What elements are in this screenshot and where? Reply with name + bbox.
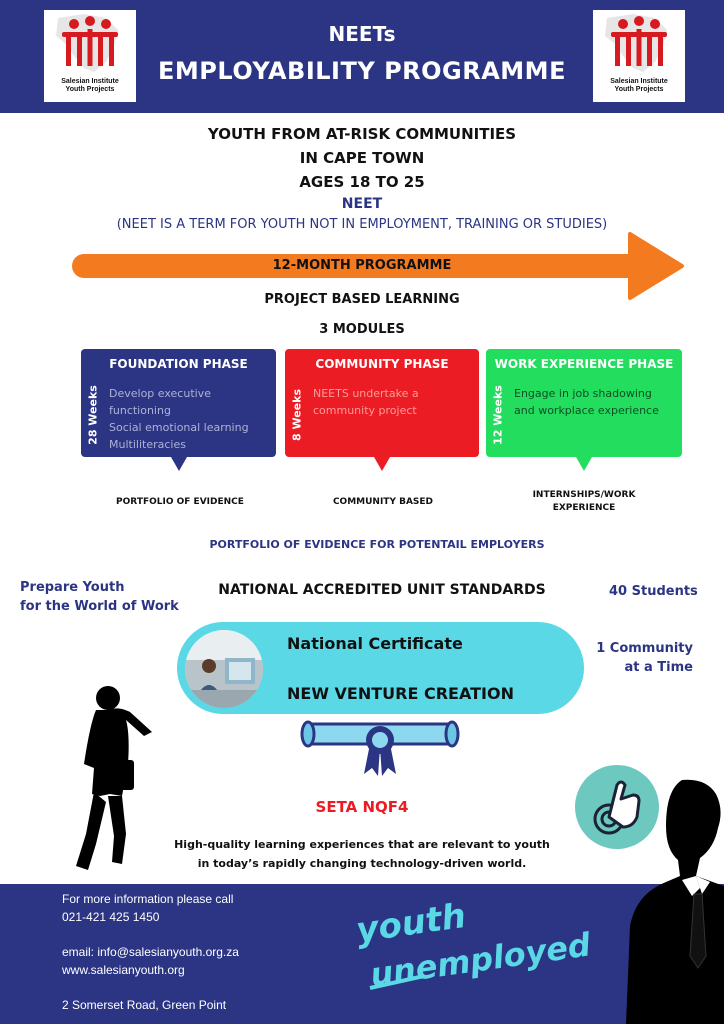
phase-line: Engage in job shadowing — [514, 387, 652, 400]
brand-word-youth: youth — [354, 898, 469, 951]
phase-work-experience: WORK EXPERIENCE PHASE 12 Weeks Engage in… — [486, 349, 682, 471]
quality-line: High-quality learning experiences that a… — [174, 838, 550, 851]
quality-line: in today’s rapidly changing technology-d… — [197, 857, 527, 870]
phase-body: Engage in job shadowing and workplace ex… — [514, 385, 676, 419]
phase-weeks: 28 Weeks — [83, 375, 103, 455]
title-neets: NEETs — [328, 22, 396, 46]
weeks-label: 28 Weeks — [86, 385, 100, 445]
community-note: 1 Community at a Time — [596, 639, 693, 677]
phase-community: COMMUNITY PHASE 8 Weeks NEETS undertake … — [285, 349, 479, 471]
silhouette-woman — [70, 684, 160, 874]
scroll-certificate — [300, 714, 460, 778]
note-line: 1 Community — [596, 641, 693, 656]
phase-body: NEETS undertake a community project — [313, 385, 473, 419]
certificate-pill: National Certificate NEW VENTURE CREATIO… — [177, 622, 584, 714]
prepare-youth-note: Prepare Youth for the World of Work — [20, 578, 179, 616]
footer-email[interactable]: email: info@salesianyouth.org.za — [62, 945, 239, 959]
phase-line: community project — [313, 404, 417, 417]
touch-hand-icon — [575, 765, 659, 849]
logo-text-line2: Youth Projects — [65, 86, 115, 93]
silhouette-man-icon — [626, 779, 724, 1024]
audience-line2: IN CAPE TOWN — [299, 149, 425, 167]
footer-info: For more information please call — [62, 892, 234, 906]
audience-line3: AGES 18 TO 25 — [299, 173, 425, 191]
footer: For more information please call 021-421… — [0, 884, 724, 1024]
title-programme: EMPLOYABILITY PROGRAMME — [158, 57, 566, 85]
silhouette-man — [626, 776, 724, 1024]
header-banner: Salesian Institute Youth Projects NEETs … — [0, 0, 724, 113]
phase-line: Social emotional learning — [109, 421, 249, 434]
phase-line: and workplace experience — [514, 404, 659, 417]
certificate-name: NEW VENTURE CREATION — [287, 684, 514, 703]
neet-label: NEET — [341, 196, 383, 212]
phase-title: WORK EXPERIENCE PHASE — [494, 357, 674, 371]
note-line: at a Time — [624, 660, 694, 675]
arrow-icon — [72, 232, 684, 300]
programme-length: 12-MONTH PROGRAMME — [272, 258, 452, 273]
footer-website[interactable]: www.salesianyouth.org — [62, 963, 185, 977]
students-count: 40 Students — [609, 584, 698, 599]
timeline-arrow — [70, 232, 685, 300]
weeks-label: 12 Weeks — [491, 385, 505, 445]
scroll-certificate-icon — [300, 720, 460, 776]
people-logo-icon — [56, 14, 118, 72]
footer-phone[interactable]: 021-421 425 1450 — [62, 910, 160, 924]
youth-unemployed-logo: youth unemployed — [354, 896, 594, 994]
audience-line1: YOUTH FROM AT-RISK COMMUNITIES — [207, 125, 517, 143]
salesian-logo-left: Salesian Institute Youth Projects — [44, 10, 136, 102]
workshop-photo — [185, 630, 263, 708]
phase-title: COMMUNITY PHASE — [315, 357, 449, 371]
note-line: for the World of Work — [20, 599, 179, 614]
phase-weeks: 8 Weeks — [287, 375, 307, 455]
portfolio-note: PORTFOLIO OF EVIDENCE FOR POTENTAIL EMPL… — [209, 538, 545, 551]
phase-line: NEETS undertake a — [313, 387, 419, 400]
phase-line: Multiliteracies — [109, 438, 186, 451]
modules-count: 3 MODULES — [319, 322, 405, 337]
salesian-logo-right: Salesian Institute Youth Projects — [593, 10, 685, 102]
weeks-label: 8 Weeks — [290, 388, 304, 442]
certificate-title: National Certificate — [287, 634, 463, 653]
phase-weeks: 12 Weeks — [488, 375, 508, 455]
logo-text-line1: Salesian Institute — [610, 78, 668, 85]
youth-unemployed-brand: youth unemployed — [352, 896, 594, 1008]
national-standards: NATIONAL ACCREDITED UNIT STANDARDS — [218, 582, 546, 598]
callout-tail — [576, 457, 592, 471]
logo-text-line2: Youth Projects — [614, 86, 664, 93]
outcome-internships: INTERNSHIPS/WORK EXPERIENCE — [504, 489, 664, 515]
phase-foundation: FOUNDATION PHASE 28 Weeks Develop execut… — [81, 349, 276, 471]
touch-button — [575, 765, 659, 849]
note-line: Prepare Youth — [20, 580, 125, 595]
phase-title: FOUNDATION PHASE — [109, 357, 248, 371]
outcome-portfolio: PORTFOLIO OF EVIDENCE — [116, 497, 244, 507]
logo-text-line1: Salesian Institute — [61, 78, 119, 85]
phase-body: Develop executive functioning Social emo… — [109, 385, 270, 453]
seta-level: SETA NQF4 — [315, 798, 409, 816]
outcome-community: COMMUNITY BASED — [332, 497, 434, 507]
silhouette-woman-icon — [76, 686, 152, 870]
phase-line: Develop executive functioning — [109, 387, 211, 417]
learning-method: PROJECT BASED LEARNING — [264, 292, 460, 307]
callout-tail — [374, 457, 390, 471]
quality-statement: High-quality learning experiences that a… — [0, 835, 724, 873]
footer-address: 2 Somerset Road, Green Point — [62, 998, 227, 1012]
neet-definition: (NEET IS A TERM FOR YOUTH NOT IN EMPLOYM… — [116, 217, 608, 232]
outcome-line: INTERNSHIPS/WORK — [532, 490, 636, 500]
people-logo-icon — [605, 14, 667, 72]
outcome-line: EXPERIENCE — [552, 503, 616, 513]
callout-tail — [171, 457, 187, 471]
